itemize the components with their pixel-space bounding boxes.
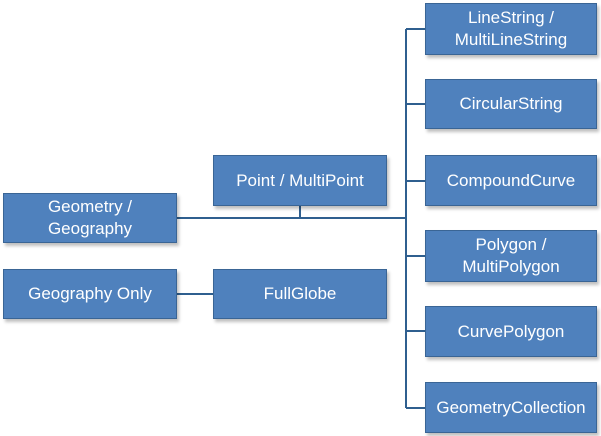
node-fullglobe-label: FullGlobe [263, 284, 337, 303]
node-linestring: LineString / MultiLineString [425, 3, 597, 55]
node-geography-only: Geography Only [3, 269, 177, 319]
node-compoundcurve: CompoundCurve [425, 155, 597, 206]
node-polygon-line1: Polygon / [475, 235, 547, 254]
node-geometry-geography-line1: Geometry / [47, 197, 133, 216]
node-geometry-geography: Geometry / Geography [3, 193, 177, 243]
node-circularstring: CircularString [425, 79, 597, 129]
node-geometrycollection: GeometryCollection [425, 382, 597, 433]
node-polygon-line2: MultiPolygon [462, 257, 560, 276]
node-linestring-line1: LineString / [467, 8, 554, 27]
node-geometry-geography-line2: Geography [47, 219, 133, 238]
node-polygon: Polygon / MultiPolygon [425, 230, 597, 282]
node-curvepolygon-label: CurvePolygon [457, 321, 565, 341]
node-point-multipoint: Point / MultiPoint [213, 155, 387, 206]
node-compoundcurve-label: CompoundCurve [446, 170, 576, 190]
node-geography-only-label: Geography Only [28, 284, 152, 303]
node-geometrycollection-label: GeometryCollection [436, 397, 586, 417]
node-curvepolygon: CurvePolygon [425, 306, 597, 357]
node-fullglobe: FullGlobe [213, 269, 387, 319]
node-point-multipoint-label: Point / MultiPoint [236, 170, 364, 190]
node-linestring-line2: MultiLineString [454, 30, 568, 49]
node-circularstring-label: CircularString [459, 94, 563, 113]
